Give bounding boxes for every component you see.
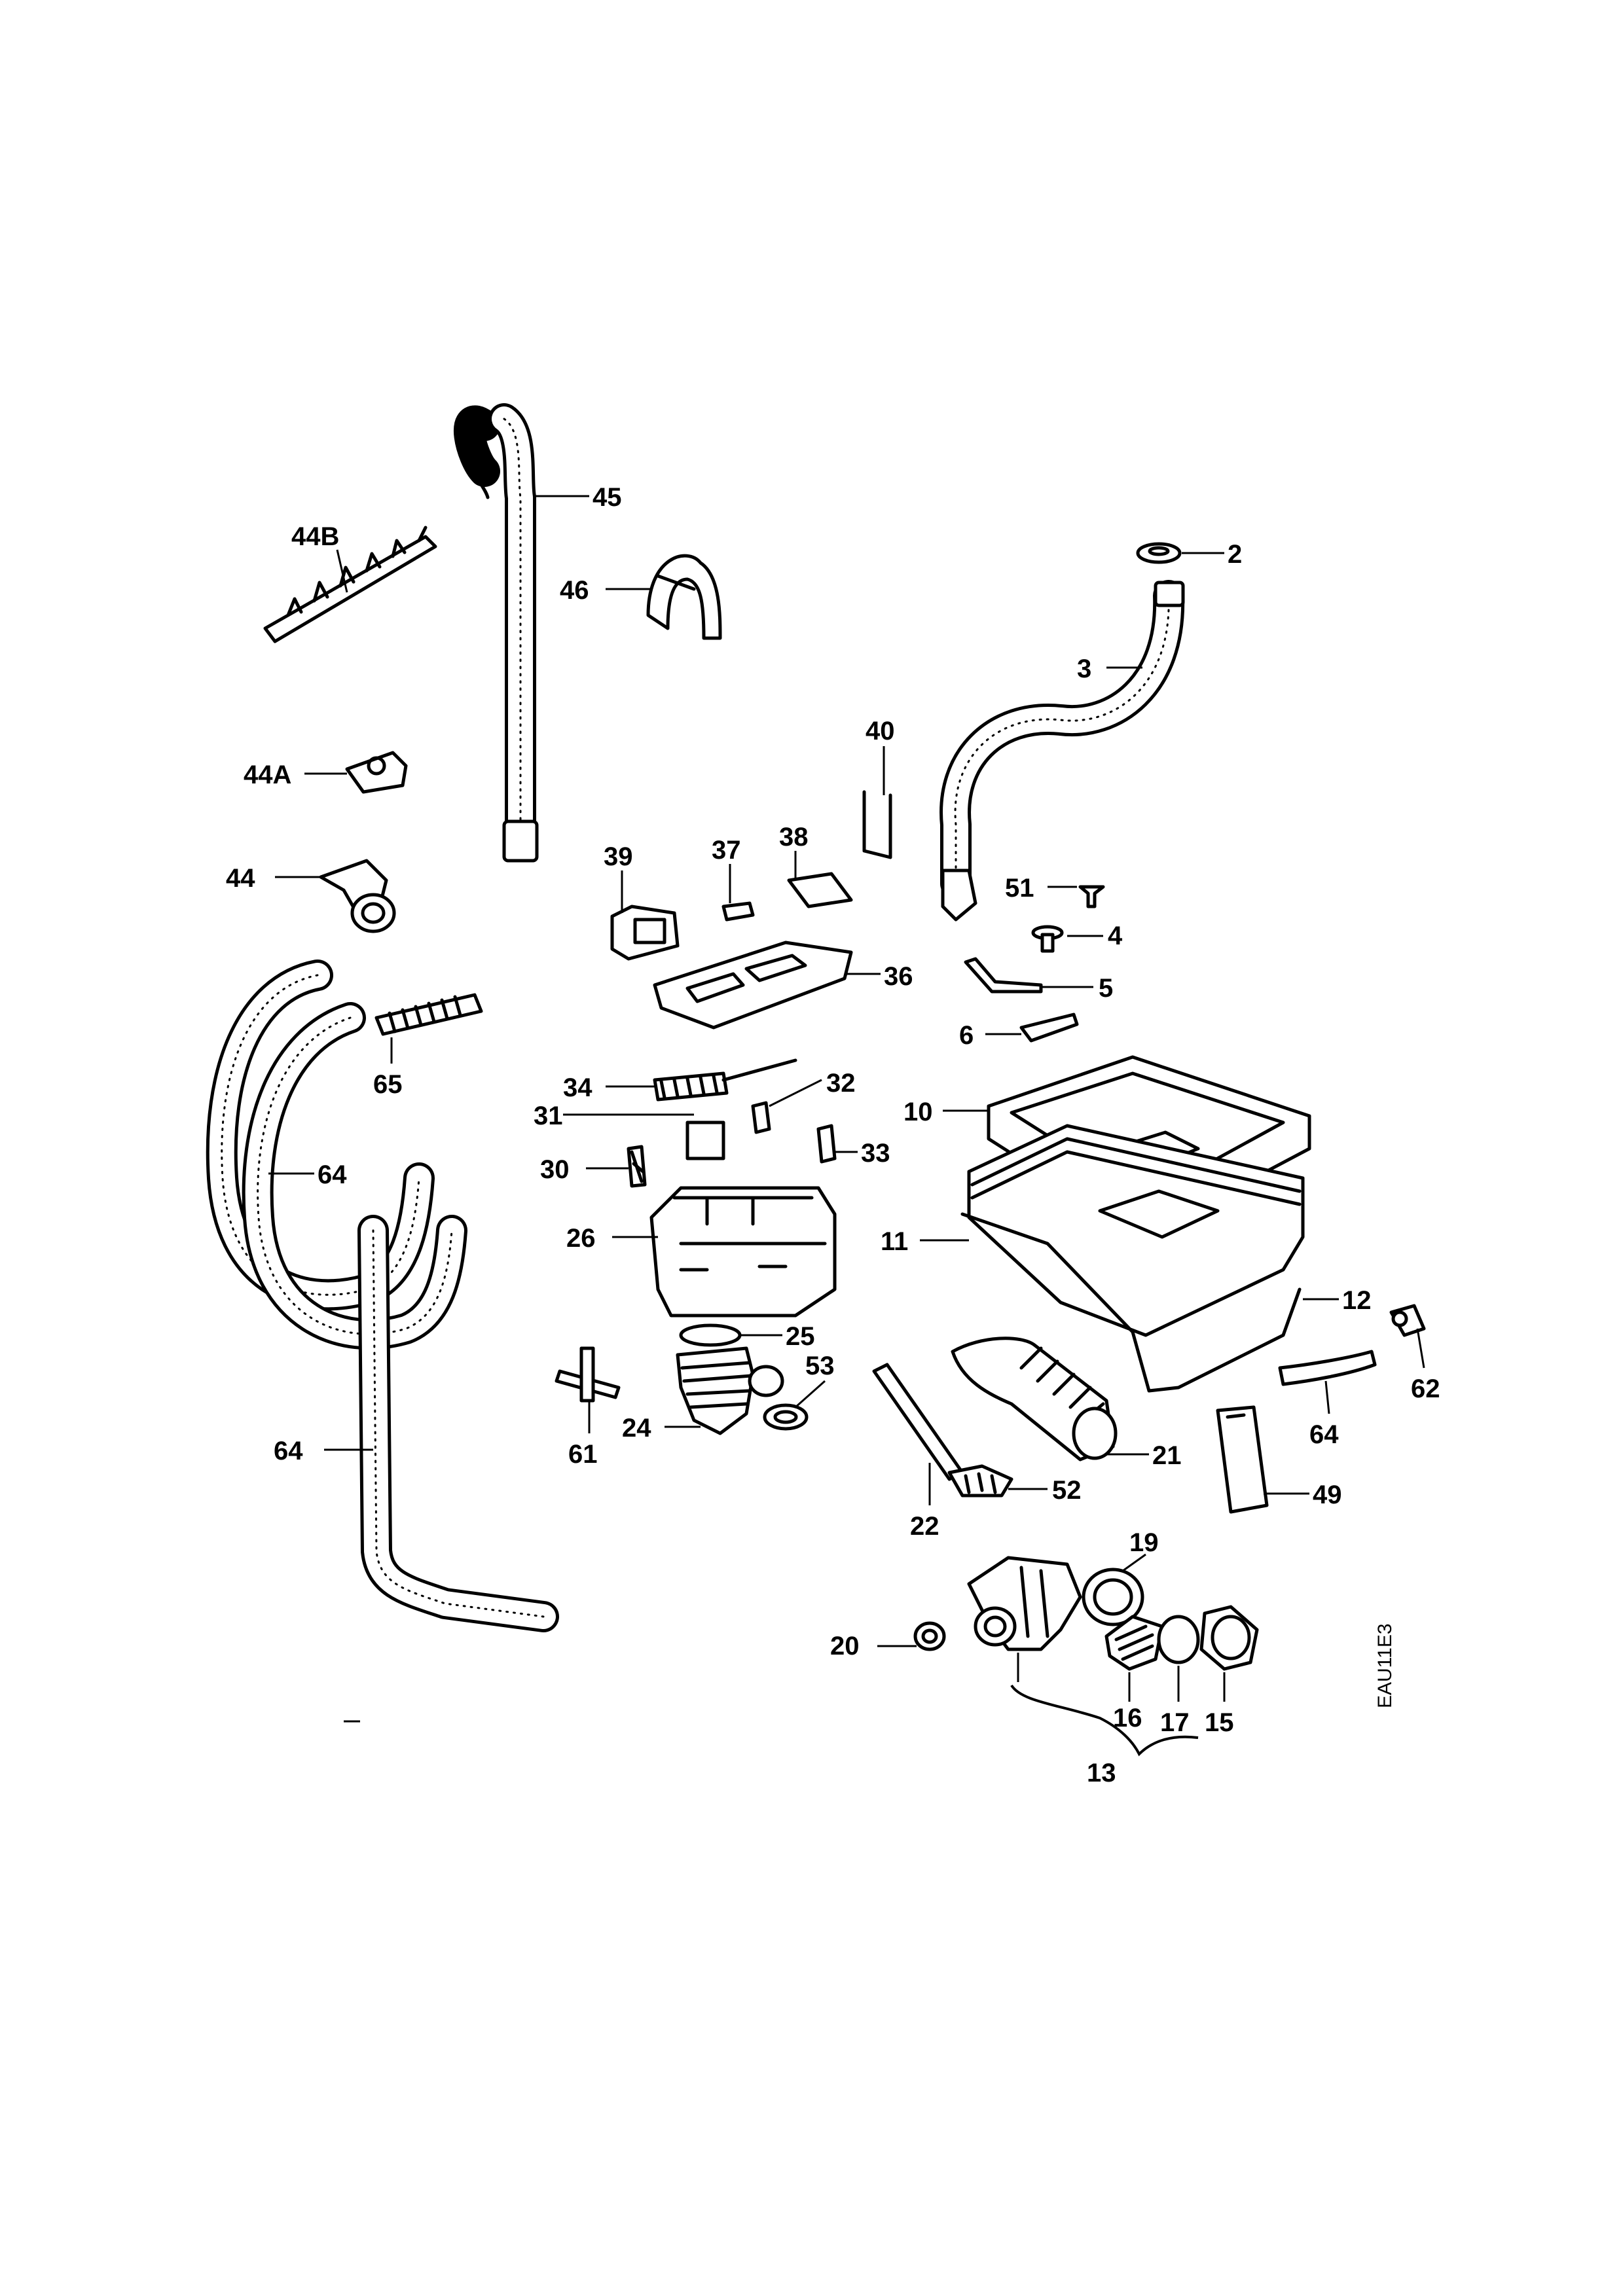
label-44b: 44B [291, 522, 339, 551]
label-34: 34 [563, 1073, 593, 1102]
part-20-plug [877, 1621, 946, 1651]
label-21: 21 [1152, 1441, 1182, 1470]
part-52-clip [947, 1464, 1048, 1498]
part-44b-bracket [263, 526, 437, 643]
label-15: 15 [1205, 1708, 1234, 1737]
part-3-inlet-hose [939, 580, 1185, 922]
figure-code: EAU11E3 [1374, 1623, 1396, 1708]
part-65-spring [374, 993, 483, 1064]
label-39: 39 [604, 842, 633, 871]
label-38: 38 [779, 823, 809, 852]
part-5-lever [964, 957, 1093, 994]
label-37: 37 [712, 836, 741, 865]
label-2: 2 [1228, 540, 1242, 569]
part-25-seal-ring [679, 1323, 782, 1347]
label-32: 32 [826, 1069, 856, 1098]
label-12: 12 [1342, 1286, 1372, 1315]
label-3: 3 [1077, 655, 1091, 683]
part-51-screw [1048, 885, 1105, 908]
part-12-gasket [960, 1212, 1339, 1393]
part-4-screw [1031, 925, 1103, 953]
part-32-tab [751, 1079, 822, 1134]
part-labels: 2 3 4 5 6 10 11 12 13 15 16 17 19 20 21 … [226, 483, 1440, 1787]
part-13-pump-assembly [967, 1556, 1082, 1651]
part-64-l-hose [324, 1215, 559, 1632]
part-33-tab [816, 1124, 858, 1164]
label-64-right: 64 [1309, 1420, 1339, 1449]
part-46-hose-guide [606, 554, 722, 640]
label-45: 45 [593, 483, 622, 512]
label-33: 33 [861, 1139, 890, 1168]
part-44a-clip [304, 751, 408, 794]
part-39-valve-block [610, 870, 680, 961]
part-30-filter [586, 1145, 647, 1188]
label-6: 6 [959, 1021, 974, 1050]
label-44: 44 [226, 864, 255, 893]
part-37-small-link [721, 864, 755, 922]
part-2-washer [1136, 542, 1224, 564]
part-13-bracket [1010, 1653, 1199, 1757]
part-61-t-connector [555, 1346, 621, 1433]
part-6-clip [985, 1013, 1079, 1043]
part-17-filter [1157, 1615, 1200, 1702]
label-65: 65 [373, 1070, 403, 1099]
label-52: 52 [1052, 1476, 1082, 1505]
label-16: 16 [1113, 1704, 1142, 1732]
label-64-left: 64 [318, 1160, 347, 1189]
label-24: 24 [622, 1414, 651, 1443]
part-45-drain-hose [454, 403, 589, 863]
label-26: 26 [566, 1224, 596, 1253]
label-11: 11 [881, 1227, 908, 1256]
label-64-bottom: 64 [274, 1437, 303, 1465]
part-19-ring [1082, 1553, 1146, 1626]
part-15-filter-cap [1199, 1605, 1259, 1702]
label-10: 10 [903, 1098, 933, 1126]
label-53: 53 [805, 1352, 835, 1380]
part-16-impeller [1104, 1615, 1164, 1702]
label-44a: 44A [244, 761, 291, 789]
part-49-flap [1216, 1405, 1309, 1514]
label-49: 49 [1313, 1480, 1342, 1509]
label-61: 61 [568, 1440, 598, 1469]
label-30: 30 [540, 1155, 570, 1184]
part-24-bellows [665, 1346, 784, 1435]
label-51: 51 [1005, 874, 1034, 903]
label-31: 31 [534, 1102, 563, 1130]
part-22-blade [872, 1363, 964, 1505]
label-13: 13 [1087, 1759, 1116, 1787]
label-46: 46 [560, 576, 589, 605]
part-44-hose-clip [275, 859, 396, 933]
label-22: 22 [910, 1512, 939, 1541]
label-36: 36 [884, 962, 913, 991]
part-11-tub [920, 1124, 1305, 1337]
label-17: 17 [1160, 1708, 1190, 1737]
part-36-dispenser-lid [653, 941, 881, 1030]
part-64-curved-hoses [206, 960, 467, 1350]
label-4: 4 [1108, 922, 1123, 950]
part-26-dispenser-housing [612, 1186, 837, 1318]
label-40: 40 [866, 717, 895, 745]
part-38-plate [787, 851, 853, 908]
part-40-u-clip [862, 746, 892, 859]
part-62-elbow [1389, 1304, 1426, 1369]
label-5: 5 [1099, 974, 1113, 1003]
part-64-short-hose [1278, 1350, 1377, 1414]
part-31-siphon [563, 1113, 725, 1160]
label-62: 62 [1411, 1374, 1440, 1403]
part-21-sump-hose [951, 1336, 1149, 1462]
label-25: 25 [786, 1322, 815, 1351]
label-20: 20 [830, 1632, 860, 1660]
part-34-strip [606, 1058, 797, 1102]
label-19: 19 [1129, 1528, 1159, 1557]
part-53-ring [763, 1380, 826, 1431]
